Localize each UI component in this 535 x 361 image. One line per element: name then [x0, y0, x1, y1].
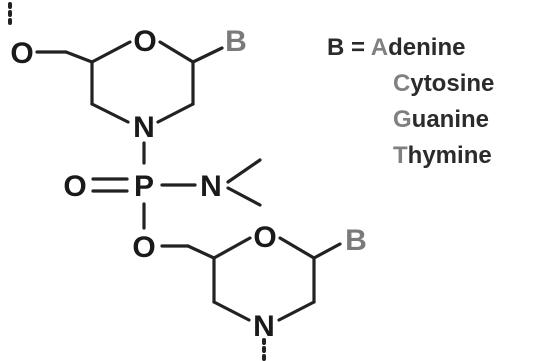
bond-ring1-o-c [158, 40, 195, 64]
bond-ring2-c-b [312, 242, 342, 260]
bond-ring2-o-c [278, 236, 316, 260]
base-symbol-ring1: B [225, 25, 247, 58]
atom-n-ring2: N [253, 310, 275, 343]
bond-ring2-left-n [212, 300, 251, 322]
atom-o-double: O [63, 170, 86, 203]
bond-ring1-c-o [90, 40, 132, 64]
legend-initial: A [370, 34, 389, 61]
legend-rest: hymine [407, 142, 492, 169]
legend-rest: ytosine [410, 70, 495, 97]
atom-p: P [134, 170, 154, 203]
legend-line-thymine: Thymine [393, 142, 492, 170]
legend-line-cytosine: Cytosine [393, 70, 494, 98]
legend-initial: C [393, 70, 411, 97]
legend-rest: uanine [411, 106, 490, 133]
bond-ring1-left-n [90, 102, 130, 124]
legend-initial: T [393, 142, 408, 169]
legend-prefix: B = [327, 34, 371, 61]
atom-o-ring1: O [133, 25, 156, 58]
bond-n-methyl-down [226, 186, 262, 207]
atom-o-top: O [10, 37, 33, 70]
bond-ch2-ring1 [64, 50, 94, 64]
atom-o-ring2: O [253, 221, 276, 254]
bond-ring1-right-n [156, 102, 195, 124]
legend-line-guanine: Guanine [393, 106, 489, 134]
bonds [8, 2, 342, 361]
legend-line-adenine: B = Adenine [327, 34, 465, 62]
legend-initial: G [393, 106, 412, 133]
bond-ch2-ring2 [186, 244, 216, 260]
atom-labels: O O B N O P N O O B N [10, 25, 367, 343]
legend-rest: denine [388, 34, 466, 61]
bond-n-methyl-up [226, 158, 262, 184]
bond-ring2-c-o [212, 236, 252, 260]
base-symbol-ring2: B [345, 224, 367, 257]
atom-o-link: O [132, 231, 155, 264]
atom-n-ring1: N [133, 111, 155, 144]
atom-n-dimethyl: N [200, 170, 222, 203]
bond-ring2-right-n [277, 300, 316, 322]
bond-ring1-c-b [191, 46, 224, 64]
